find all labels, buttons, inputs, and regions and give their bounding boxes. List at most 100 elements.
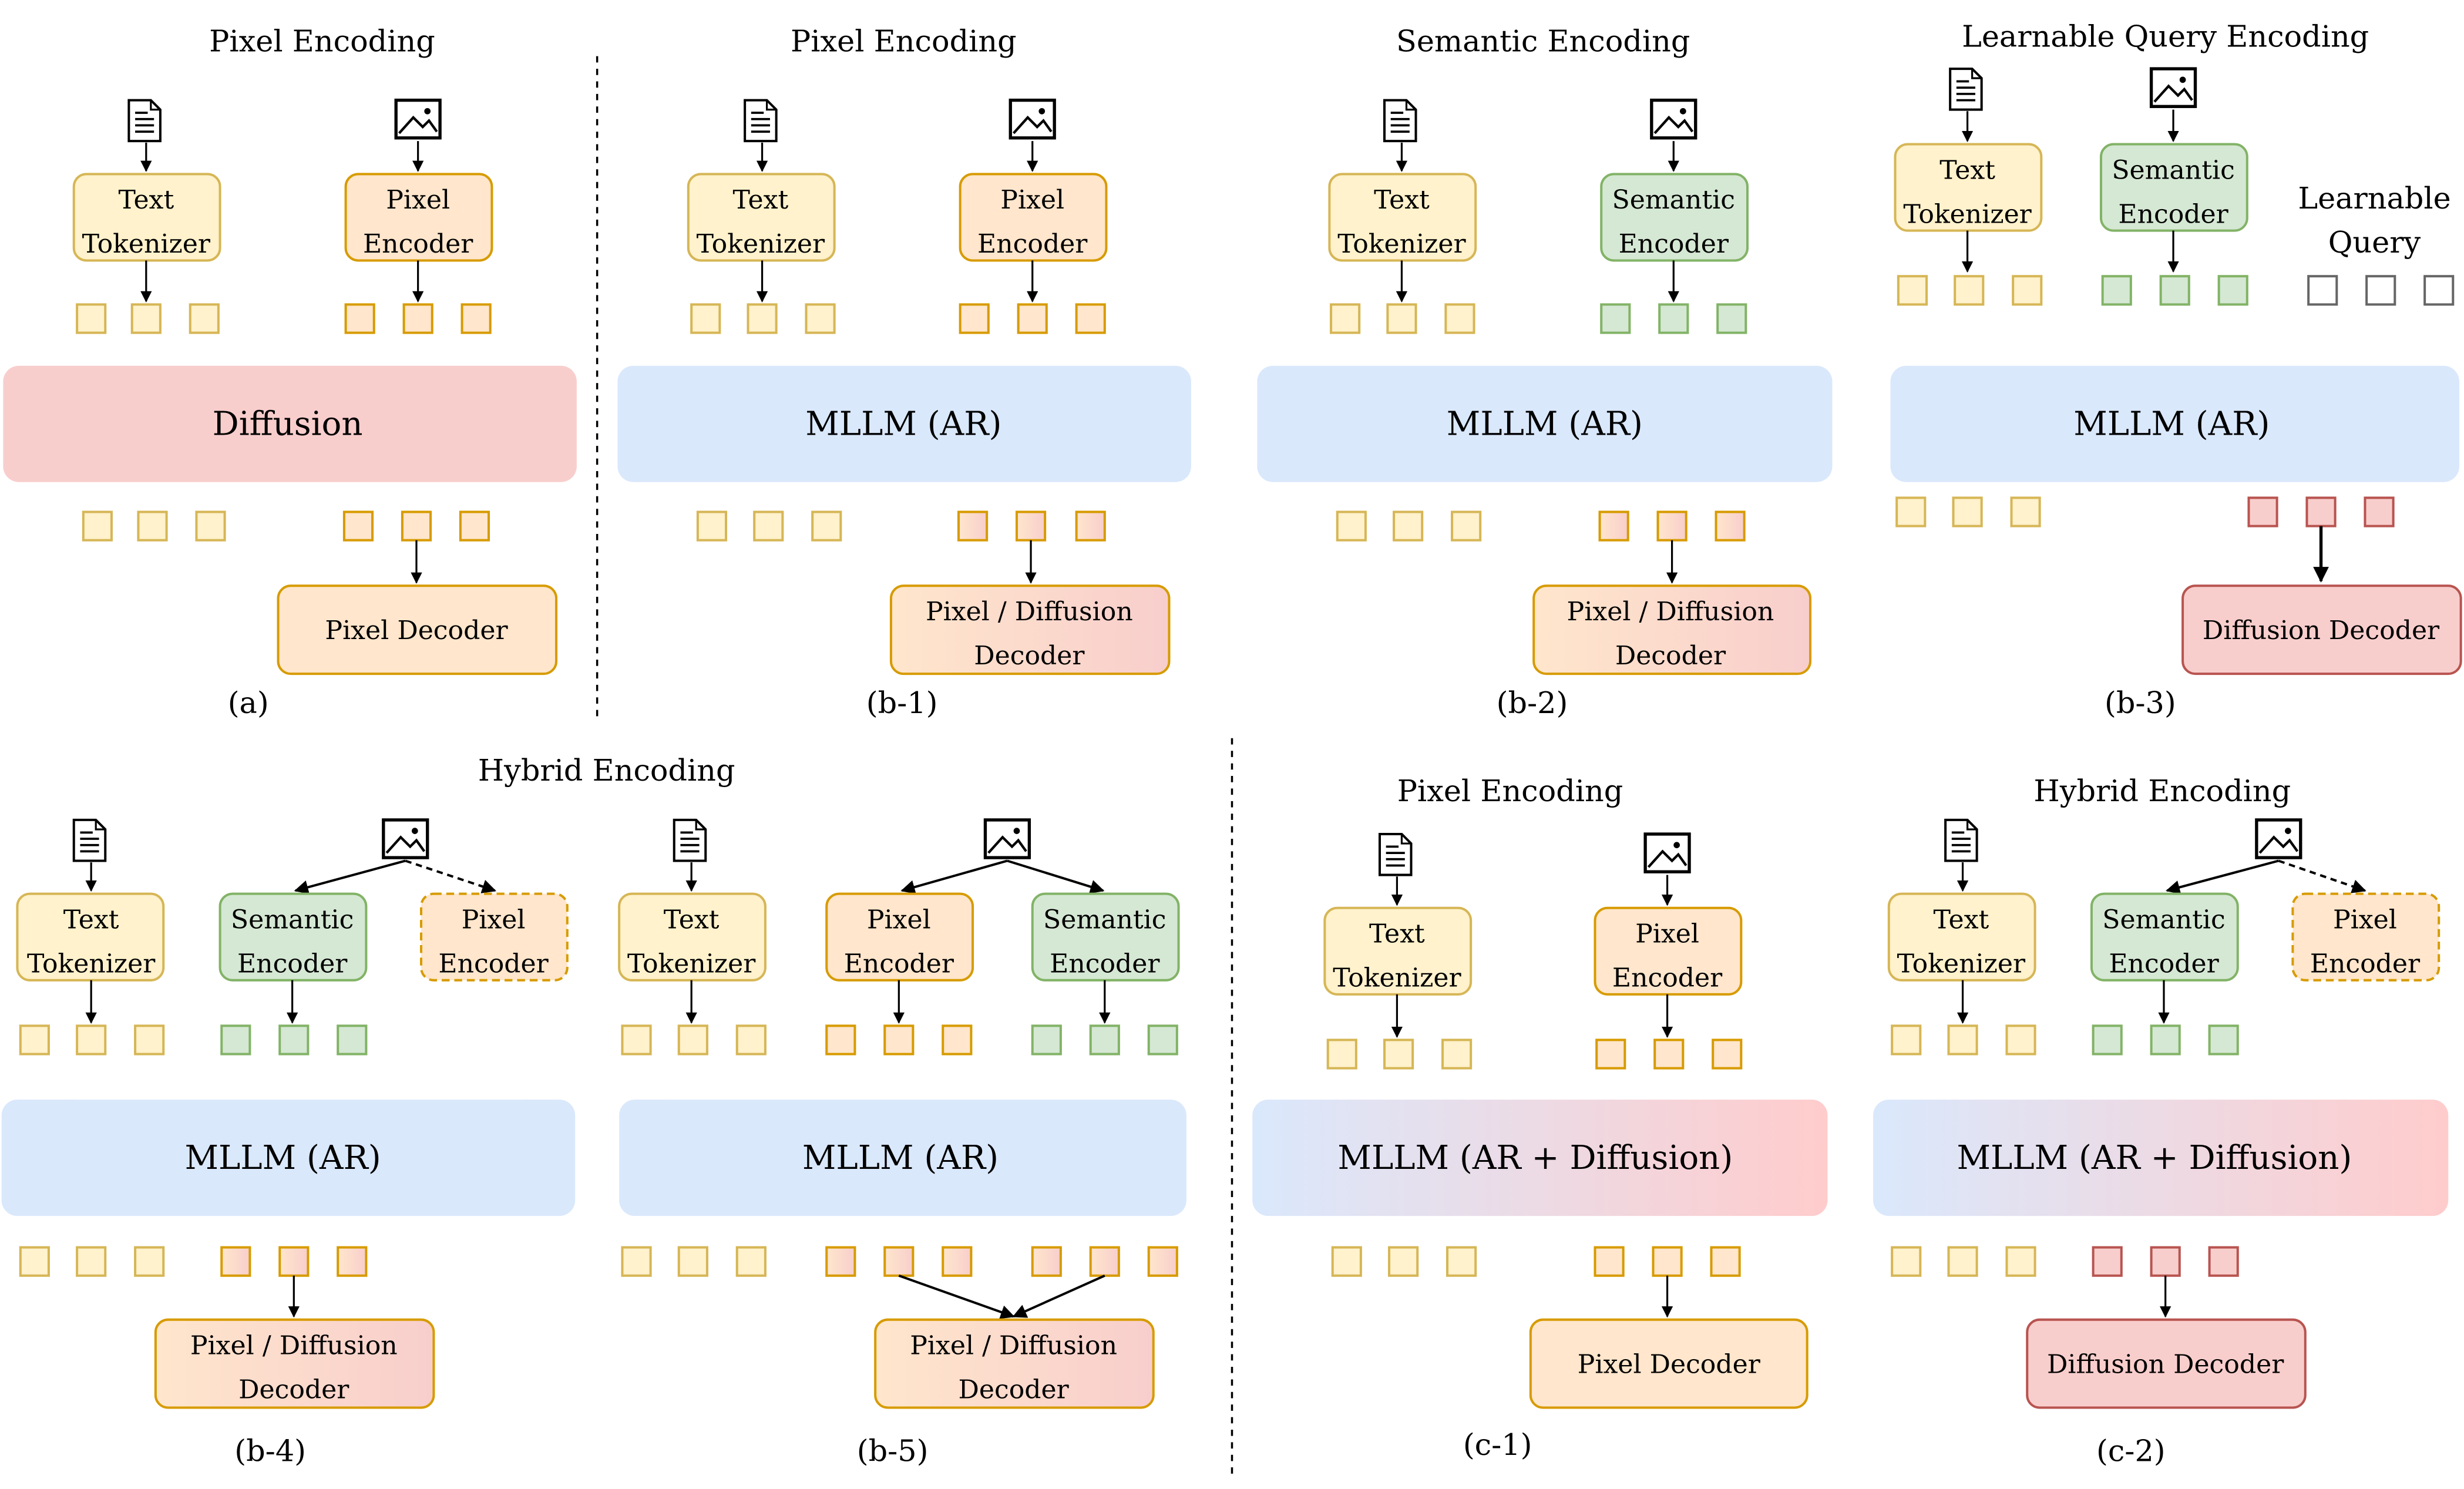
svg-text:Pixel / Diffusion: Pixel / Diffusion (190, 1331, 398, 1361)
model-label: MLLM (AR + Diffusion) (1957, 1139, 2352, 1177)
model-label: MLLM (AR) (184, 1139, 381, 1177)
diffusion-decoder-box (2026, 1318, 2307, 1409)
semantic-tokens (2092, 1024, 2239, 1056)
output-pixel-tokens (342, 510, 490, 542)
panel-b5: Text Tokenizer Pixel Encoder Semantic En… (618, 818, 1186, 1468)
svg-text:Pixel / Diffusion: Pixel / Diffusion (910, 1331, 1117, 1361)
decoder-label: Diffusion Decoder (2203, 616, 2440, 646)
svg-text:Decoder: Decoder (959, 1374, 1070, 1404)
image-icon (1009, 98, 1056, 140)
image-icon (983, 818, 1031, 859)
panel-a: Pixel Encoding Text Tokenizer Pixel Enco… (3, 24, 577, 720)
svg-text:Encoder: Encoder (2118, 199, 2228, 229)
mllm-box (619, 1100, 1186, 1216)
pixel-decoder-box (277, 584, 558, 675)
panel-title: Pixel Encoding (791, 24, 1017, 59)
panel-caption: (a) (228, 685, 269, 720)
hybrid-encoding-title: Hybrid Encoding (478, 753, 735, 788)
svg-text:Pixel: Pixel (386, 185, 450, 215)
panel-caption: (b-3) (2105, 685, 2176, 720)
svg-text:Tokenizer: Tokenizer (1897, 949, 2026, 979)
svg-text:Pixel: Pixel (1000, 185, 1064, 215)
panel-title: Hybrid Encoding (2033, 774, 2291, 808)
svg-text:Tokenizer: Tokenizer (627, 949, 756, 979)
semantic-tokens (1031, 1024, 1178, 1056)
output-pixel-diffusion-tokens (1598, 510, 1746, 542)
pixel-tokens (959, 303, 1106, 334)
output-text-tokens (1336, 510, 1482, 542)
mllm-box (1257, 365, 1833, 482)
output-text-tokens (1331, 1246, 1477, 1277)
text-tokens (76, 303, 220, 334)
output-text-tokens (82, 510, 226, 542)
pixel-diffusion-decoder-box (154, 1318, 435, 1409)
query-tokens (2307, 275, 2455, 306)
svg-text:Tokenizer: Tokenizer (27, 949, 156, 979)
image-icon (1650, 98, 1697, 140)
svg-text:Semantic: Semantic (1612, 185, 1735, 215)
mllm-ar-diffusion-box (1873, 1100, 2449, 1216)
output-pixel-diffusion-tokens (220, 1246, 368, 1277)
svg-text:Encoder: Encoder (237, 949, 348, 979)
text-tokens (1891, 1024, 2036, 1056)
panel-b1: Pixel Encoding Text Tokenizer Pixel Enco… (617, 24, 1191, 720)
mllm-box (1890, 365, 2459, 482)
image-icon (382, 818, 429, 859)
panel-title: Pixel Encoding (1397, 774, 1623, 808)
panel-caption: (c-2) (2096, 1433, 2166, 1468)
mllm-ar-diffusion-box (1252, 1100, 1828, 1216)
text-tokenizer-label: Text (118, 185, 174, 215)
svg-text:Encoder: Encoder (438, 949, 549, 979)
image-icon (2255, 818, 2302, 859)
svg-text:Text: Text (1934, 905, 1989, 935)
output-text-tokens (1895, 496, 2041, 527)
text-tokens (1330, 303, 1475, 334)
model-label: MLLM (AR) (1447, 405, 1643, 443)
svg-text:Tokenizer: Tokenizer (697, 229, 825, 259)
svg-text:Semantic: Semantic (1043, 905, 1166, 935)
semantic-tokens (220, 1024, 368, 1056)
panel-b2: Semantic Encoding Text Tokenizer Semanti… (1257, 24, 1833, 720)
model-label: MLLM (AR) (802, 1139, 999, 1177)
image-icon (2149, 67, 2197, 108)
panel-title: Learnable Query Encoding (1962, 19, 2369, 54)
document-icon (1944, 818, 1978, 862)
svg-text:Semantic: Semantic (231, 905, 354, 935)
svg-text:Encoder: Encoder (363, 229, 473, 259)
decoder-label: Diffusion Decoder (2047, 1350, 2284, 1380)
semantic-tokens (2101, 275, 2248, 306)
svg-text:Text: Text (664, 905, 720, 935)
text-tokens (690, 303, 836, 334)
pixel-decoder-box (1529, 1318, 1808, 1409)
svg-text:Text: Text (63, 905, 119, 935)
svg-text:Encoder: Encoder (1612, 963, 1723, 993)
svg-text:Decoder: Decoder (974, 641, 1085, 671)
panel-caption: (b-1) (866, 685, 938, 720)
svg-text:Text: Text (1374, 185, 1430, 215)
svg-text:Pixel: Pixel (2333, 905, 2397, 935)
image-icon (394, 98, 442, 140)
model-label: Diffusion (213, 405, 363, 443)
text-tokens (621, 1024, 767, 1056)
model-label: MLLM (AR + Diffusion) (1337, 1139, 1733, 1177)
svg-text:Tokenizer: Tokenizer (1337, 229, 1466, 259)
svg-text:Encoder: Encoder (2310, 949, 2421, 979)
mllm-box (617, 365, 1191, 482)
svg-text:Tokenizer: Tokenizer (1333, 963, 1461, 993)
text-tokens (19, 1024, 165, 1056)
pixel-tokens (1595, 1038, 1743, 1070)
diffusion-decoder-box (2181, 584, 2462, 675)
pixel-diffusion-decoder-box (1532, 584, 1812, 675)
decoder-label: Pixel Decoder (1578, 1350, 1761, 1380)
svg-text:Tokenizer: Tokenizer (1903, 199, 2032, 229)
output-text-tokens (1891, 1246, 2036, 1277)
svg-text:Pixel / Diffusion: Pixel / Diffusion (926, 597, 1133, 627)
document-icon (1383, 99, 1417, 143)
semantic-tokens (1600, 303, 1747, 334)
text-tokens (1897, 275, 2043, 306)
svg-text:Decoder: Decoder (1615, 641, 1726, 671)
svg-text:Query: Query (2328, 225, 2421, 260)
svg-text:Pixel: Pixel (1635, 919, 1699, 949)
output-text-tokens (19, 1246, 165, 1277)
model-label: MLLM (AR) (805, 405, 1001, 443)
